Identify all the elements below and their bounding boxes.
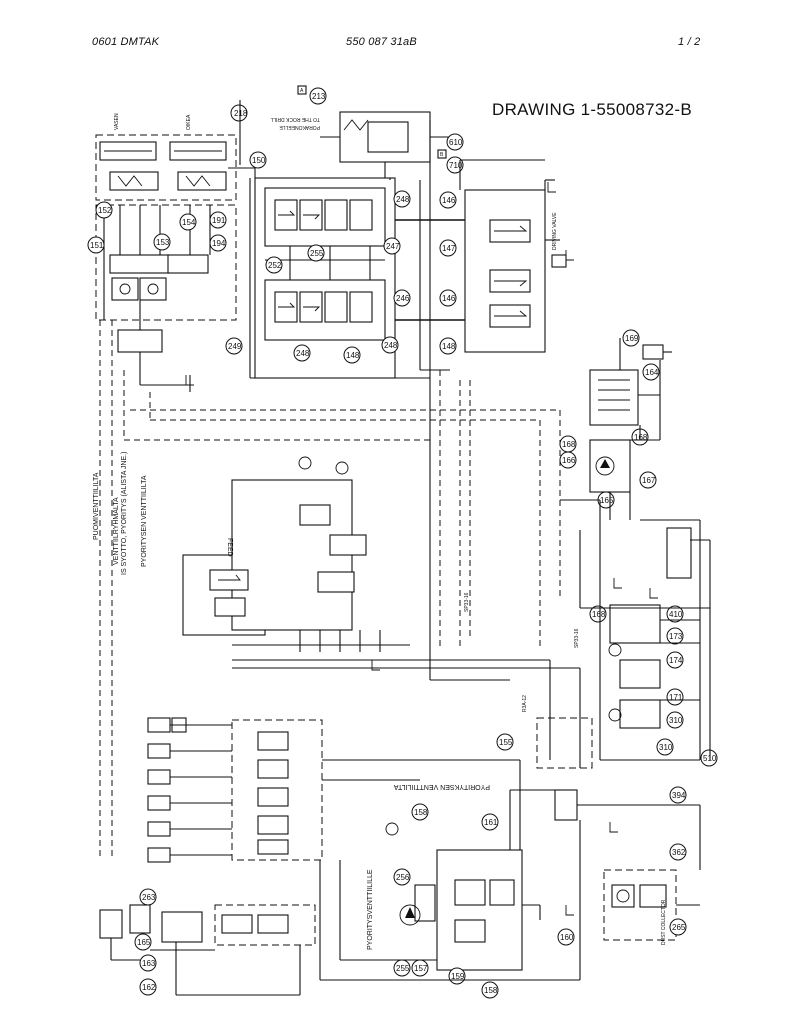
callout-174: 174	[669, 656, 683, 665]
bottom-left-valves: 263 165 163 162	[99, 888, 316, 996]
callouts-top-left: 218 152 153 154 151 191 194	[87, 104, 248, 254]
callout-151: 151	[90, 241, 104, 250]
callout-158: 158	[414, 808, 428, 817]
callout-263: 263	[142, 893, 156, 902]
bottom-left-cylinders	[147, 717, 323, 863]
callout-310b: 310	[659, 743, 673, 752]
callout-410: 410	[669, 610, 683, 619]
callout-610: 610	[449, 138, 463, 147]
callout-191: 191	[212, 216, 226, 225]
callout-162: 162	[142, 983, 156, 992]
driving-valve-block: DRIVING VALVE	[395, 179, 567, 353]
callout-248c: 248	[384, 341, 398, 350]
marker-b: B	[440, 152, 444, 158]
boom-valve-stack	[95, 204, 237, 392]
r3a-label: R3A-12	[522, 695, 528, 712]
return-filter-block: 169 164	[589, 329, 672, 426]
callout-164: 164	[645, 368, 659, 377]
main-control-valve-block	[254, 177, 396, 379]
callout-157: 157	[414, 964, 428, 973]
callout-171: 171	[669, 693, 683, 702]
callout-150: 150	[252, 156, 266, 165]
rock-drill-valve: 213 TO THE ROCK DRILL PORAKONEELLE A B	[270, 85, 452, 180]
rotation-valve-group: 155 161 158 PYORITYKSEN VENTTIILILTA PYO…	[367, 717, 593, 950]
callout-362: 362	[672, 848, 686, 857]
header-page-number: 1 / 2	[678, 36, 701, 48]
vasen-label: VASEN	[114, 113, 120, 130]
callout-148: 148	[346, 351, 360, 360]
driving-valve-label: DRIVING VALVE	[552, 212, 558, 250]
header-document-number: 550 087 31aB	[346, 36, 417, 48]
callout-194: 194	[212, 239, 226, 248]
pyoritys-venttiilille-label: PYORITYSVENTTIILILLE	[367, 869, 374, 950]
callout-160: 160	[560, 933, 574, 942]
callout-247: 247	[386, 242, 400, 251]
callout-168c: 168	[592, 610, 606, 619]
oikea-label: OIKEA	[186, 114, 192, 130]
callout-394: 394	[672, 791, 686, 800]
callout-252: 252	[268, 261, 282, 270]
callouts-driving: 146 147 146 148	[439, 191, 457, 355]
boom-cylinder-block: VASEN OIKEA	[95, 113, 237, 201]
callout-255b: 255	[396, 964, 410, 973]
drawing-title: DRAWING 1-55008732-B	[492, 100, 693, 119]
header-left: 0601 DMTAK	[92, 36, 160, 48]
pyoritys-venttiili-label-2: PYORITYKSEN VENTTIILILTA	[393, 783, 490, 790]
rotation-motor-block: 256 255 157 159 160 158	[385, 822, 575, 999]
feed-label: FEED	[226, 538, 233, 557]
right-mid-valve-block: SP33-16	[574, 527, 692, 729]
feed-valve-block: FEED	[182, 456, 410, 652]
callout-248b: 248	[296, 349, 310, 358]
callout-152: 152	[98, 206, 112, 215]
callout-154: 154	[182, 218, 196, 227]
callout-710: 710	[449, 161, 463, 170]
sp33-label: SP33-16	[464, 592, 470, 612]
callout-158b: 158	[484, 986, 498, 995]
callout-249: 249	[228, 342, 242, 351]
pyoritys-venttiili-label: PYORITYSEN VENTTIILILTA	[141, 475, 148, 567]
pump-block-right: 168 166 168 167 165	[559, 428, 657, 509]
callout-255: 255	[310, 249, 324, 258]
callout-166: 166	[562, 456, 576, 465]
callout-173: 173	[669, 632, 683, 641]
marker-a: A	[300, 88, 304, 94]
callout-256: 256	[396, 873, 410, 882]
callout-161: 161	[484, 818, 498, 827]
callout-213: 213	[312, 92, 326, 101]
callout-148b: 148	[442, 342, 456, 351]
porakoneelle-label: PORAKONEELLE	[279, 124, 320, 130]
callout-165: 165	[600, 496, 614, 505]
callout-147: 147	[442, 244, 456, 253]
callout-153: 153	[156, 238, 170, 247]
hydraulic-lines	[99, 100, 711, 996]
callout-168a: 168	[562, 440, 576, 449]
callout-165b: 165	[137, 938, 151, 947]
puomi-venttiili-label: PUOMIVENTTIILILTA	[93, 472, 100, 540]
callout-146b: 146	[442, 294, 456, 303]
callout-163: 163	[142, 959, 156, 968]
callout-155: 155	[499, 738, 513, 747]
venttiil-ryhma-label: VENTTIILRYHMALTA	[113, 497, 120, 565]
callout-265: 265	[672, 923, 686, 932]
callouts-center: 150 255 252 248 247 246 248 249 248 148	[225, 151, 411, 364]
callout-246: 246	[396, 294, 410, 303]
callout-159: 159	[451, 972, 465, 981]
callout-248a: 248	[396, 195, 410, 204]
callout-310: 310	[669, 716, 683, 725]
to-rock-drill-label: TO THE ROCK DRILL	[270, 116, 320, 122]
sp33-label-b: SP33-16	[574, 628, 580, 648]
callout-167: 167	[642, 476, 656, 485]
callout-169: 169	[625, 334, 639, 343]
callout-218: 218	[234, 109, 248, 118]
callout-168b: 168	[634, 433, 648, 442]
tank-symbols	[185, 182, 658, 916]
dust-collector-label: DUST COLLECTOR	[661, 899, 667, 945]
callout-146a: 146	[442, 196, 456, 205]
syotto-label: IS SYOTTO, PYORITYS (ALISTA JNE.)	[121, 452, 128, 575]
dust-collector-block: DUST COLLECTOR 394 362 265	[603, 786, 687, 945]
